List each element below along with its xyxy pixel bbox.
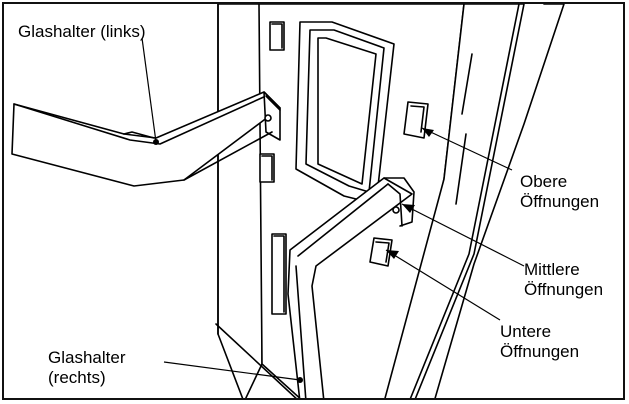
label-glass-right-line1: Glashalter [48, 348, 126, 367]
label-lower-openings: Untere Öffnungen [500, 322, 579, 362]
side-panel [217, 4, 265, 398]
label-glass-right-line2: (rechts) [48, 368, 106, 387]
label-lower-line2: Öffnungen [500, 342, 580, 361]
label-upper-line1: Obere [520, 172, 568, 191]
leader-lower [385, 249, 501, 321]
glass-holder-right [287, 177, 413, 398]
label-glass-holder-right: Glashalter (rechts) [48, 348, 125, 388]
right-rail [384, 4, 525, 398]
leader-middle [401, 203, 525, 267]
label-middle-line1: Mittlere [524, 260, 580, 279]
label-lower-line1: Untere [500, 322, 552, 341]
assembly-drawing [11, 4, 565, 398]
leader-glass-left [141, 37, 157, 143]
label-middle-openings: Mittlere Öffnungen [524, 260, 603, 300]
label-middle-line2: Öffnungen [524, 280, 604, 299]
diagram-frame: Glashalter (links) Obere Öffnungen Mittl… [2, 2, 625, 400]
label-upper-openings: Obere Öffnungen [520, 172, 599, 212]
leader-glass-right [163, 361, 301, 381]
label-upper-line2: Öffnungen [520, 192, 600, 211]
leader-upper [421, 127, 513, 171]
label-glass-holder-left: Glashalter (links) [18, 22, 146, 41]
